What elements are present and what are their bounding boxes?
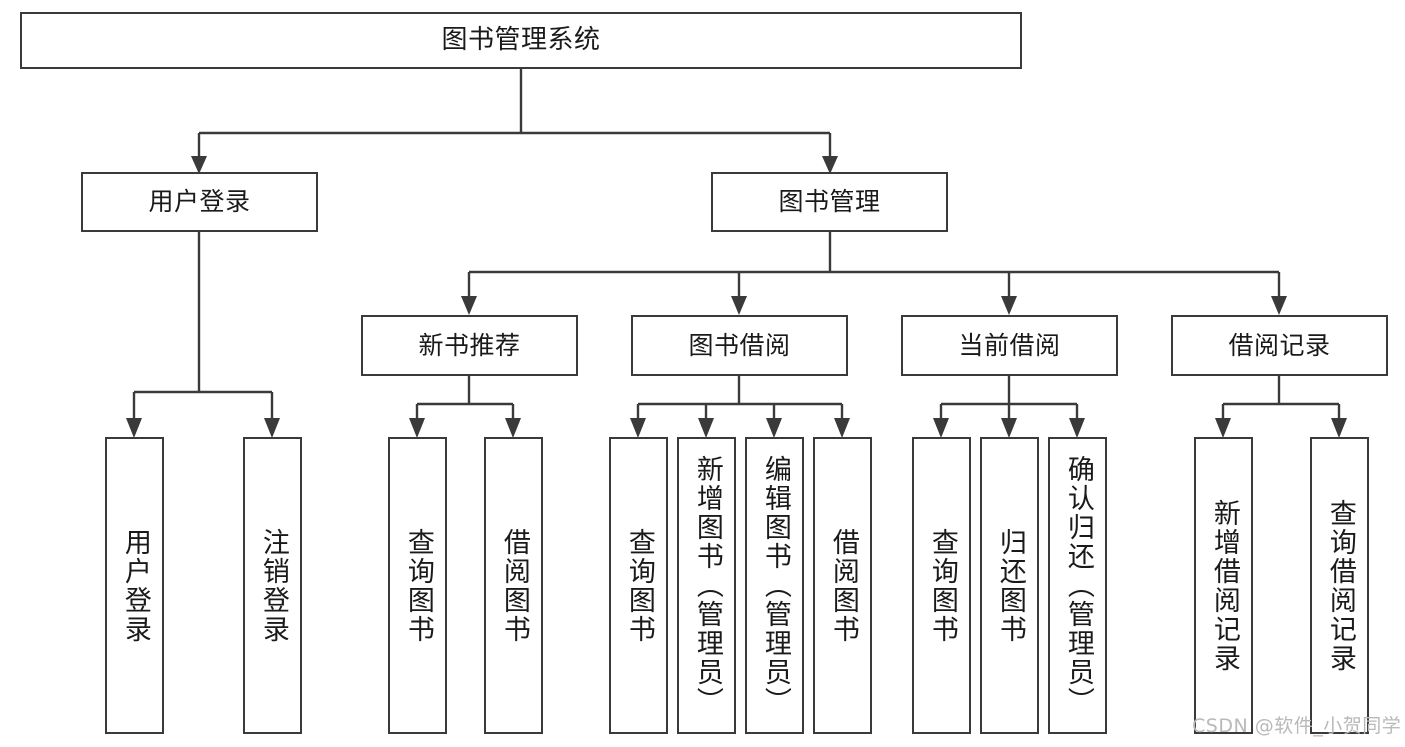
node-book-borrow[interactable]: 图书借阅	[631, 315, 848, 376]
node-book-manage[interactable]: 图书管理	[711, 172, 948, 232]
arrow-book-borrow-leaf-4	[834, 418, 850, 438]
leaf-user-logout[interactable]: 注销登录	[243, 437, 302, 734]
leaf-edit-book-label: 编辑图书（管理员）	[759, 455, 791, 716]
leaf-query-record-label: 查询借阅记录	[1324, 498, 1356, 673]
arrow-book-manage-to-current-borrow	[1001, 296, 1017, 315]
node-borrow-record-label: 借阅记录	[1228, 330, 1331, 360]
leaf-return-book-label: 归还图书	[994, 527, 1026, 644]
arrow-current-borrow-leaf-2	[1001, 418, 1017, 438]
leaf-user-login-label: 用户登录	[119, 527, 151, 644]
leaf-query-book-3-label: 查询图书	[926, 527, 958, 644]
arrow-current-borrow-leaf-1	[933, 418, 949, 438]
leaf-borrow-book-2[interactable]: 借阅图书	[813, 437, 872, 734]
node-root-label: 图书管理系统	[441, 25, 601, 56]
arrow-book-borrow-leaf-1	[630, 418, 646, 438]
arrow-book-manage-to-new-book-rec	[461, 296, 477, 315]
node-user-login[interactable]: 用户登录	[81, 172, 318, 232]
leaf-borrow-book-1[interactable]: 借阅图书	[484, 437, 543, 734]
arrow-new-book-rec-leaf-2	[505, 418, 521, 438]
leaf-add-record[interactable]: 新增借阅记录	[1194, 437, 1253, 734]
arrow-current-borrow-leaf-3	[1069, 418, 1085, 438]
leaf-user-login[interactable]: 用户登录	[105, 437, 164, 734]
arrow-user-login-leaf-2	[264, 418, 280, 438]
node-current-borrow[interactable]: 当前借阅	[901, 315, 1118, 376]
arrow-borrow-record-leaf-1	[1215, 418, 1231, 438]
node-new-book-rec-label: 新书推荐	[418, 330, 521, 360]
leaf-query-book-2-label: 查询图书	[623, 527, 655, 644]
arrow-user-login-leaf-1	[126, 418, 142, 438]
leaf-return-book[interactable]: 归还图书	[980, 437, 1039, 734]
leaf-add-book-label: 新增图书（管理员）	[691, 455, 723, 716]
watermark: CSDN @软件_小贺同学	[1192, 715, 1402, 737]
node-current-borrow-label: 当前借阅	[958, 330, 1061, 360]
leaf-add-book[interactable]: 新增图书（管理员）	[677, 437, 736, 734]
arrow-book-manage-to-book-borrow	[731, 296, 747, 315]
node-borrow-record[interactable]: 借阅记录	[1171, 315, 1388, 376]
node-book-borrow-label: 图书借阅	[688, 330, 791, 360]
node-book-manage-label: 图书管理	[778, 187, 881, 217]
arrow-book-borrow-leaf-3	[766, 418, 782, 438]
arrow-new-book-rec-leaf-1	[409, 418, 425, 438]
leaf-borrow-book-1-label: 借阅图书	[498, 527, 530, 644]
leaf-borrow-book-2-label: 借阅图书	[827, 527, 859, 644]
node-new-book-rec[interactable]: 新书推荐	[361, 315, 578, 376]
arrow-book-manage-to-borrow-record	[1271, 296, 1287, 315]
leaf-query-book-2[interactable]: 查询图书	[609, 437, 668, 734]
leaf-query-book-3[interactable]: 查询图书	[912, 437, 971, 734]
leaf-query-book-1-label: 查询图书	[402, 527, 434, 644]
leaf-confirm-return[interactable]: 确认归还（管理员）	[1048, 437, 1107, 734]
leaf-query-book-1[interactable]: 查询图书	[388, 437, 447, 734]
arrow-book-borrow-leaf-2	[698, 418, 714, 438]
leaf-add-record-label: 新增借阅记录	[1208, 498, 1240, 673]
leaf-confirm-return-label: 确认归还（管理员）	[1062, 455, 1094, 716]
node-user-login-label: 用户登录	[148, 187, 251, 217]
node-root[interactable]: 图书管理系统	[20, 12, 1022, 69]
leaf-query-record[interactable]: 查询借阅记录	[1310, 437, 1369, 734]
leaf-edit-book[interactable]: 编辑图书（管理员）	[745, 437, 804, 734]
arrow-borrow-record-leaf-2	[1331, 418, 1347, 438]
leaf-user-logout-label: 注销登录	[257, 527, 289, 644]
